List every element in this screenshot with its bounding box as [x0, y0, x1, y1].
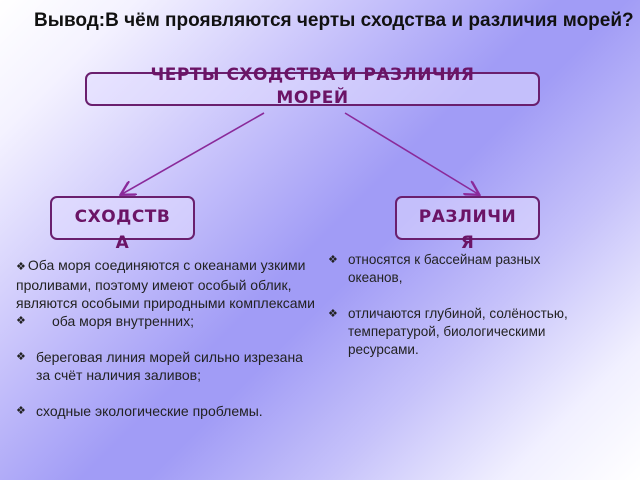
arrow-to-differences [344, 112, 478, 194]
list-item: ❖ береговая линия морей сильно изрезана … [16, 348, 316, 384]
list-item: ❖ оба моря внутренних; [16, 312, 316, 330]
slide-title: Вывод:В чём проявляются черты сходства и… [34, 10, 634, 31]
differences-label: РАЗЛИЧИ Я [395, 204, 540, 256]
main-topic-line1: ЧЕРТЫ СХОДСТВА И РАЗЛИЧИЯ [150, 65, 475, 85]
diamond-bullet-icon: ❖ [328, 308, 338, 320]
similarities-list: ❖Оба моря соединяются с океанами узкими … [16, 256, 316, 438]
differences-line1: РАЗЛИЧИ [418, 207, 517, 227]
list-item: ❖Оба моря соединяются с океанами узкими … [16, 256, 316, 312]
diamond-bullet-icon: ❖ [16, 405, 26, 417]
list-item-text: относятся к бассейнам разных океанов, [348, 252, 541, 285]
diamond-bullet-icon: ❖ [16, 351, 26, 363]
main-topic-line2: МОРЕЙ [276, 88, 349, 108]
main-topic-box [85, 72, 540, 106]
diamond-bullet-icon: ❖ [328, 254, 338, 266]
list-item: ❖ отличаются глубиной, солёностью, темпе… [328, 305, 618, 359]
similarities-line2: А [115, 233, 130, 253]
list-item-text: оба моря внутренних; [52, 313, 194, 329]
similarities-line1: СХОДСТВ [74, 207, 171, 227]
main-topic-label: ЧЕРТЫ СХОДСТВА И РАЗЛИЧИЯ МОРЕЙ [85, 64, 540, 110]
list-item-text: отличаются глубиной, солёностью, темпера… [348, 306, 568, 357]
diamond-bullet-icon: ❖ [16, 261, 26, 273]
diamond-bullet-icon: ❖ [16, 315, 26, 327]
list-item: ❖ относятся к бассейнам разных океанов, [328, 251, 598, 287]
arrow-to-similarities [122, 112, 265, 194]
list-item-text: береговая линия морей сильно изрезана за… [36, 349, 303, 383]
similarities-label: СХОДСТВ А [50, 204, 195, 256]
differences-box [395, 196, 540, 240]
similarities-box [50, 196, 195, 240]
list-item-text: Оба моря соединяются с океанами узкими п… [16, 257, 316, 311]
differences-list: ❖ относятся к бассейнам разных океанов, … [328, 251, 628, 377]
differences-line2: Я [460, 233, 475, 253]
list-item-text: сходные экологические проблемы. [36, 403, 263, 419]
list-item: ❖ сходные экологические проблемы. [16, 402, 316, 420]
